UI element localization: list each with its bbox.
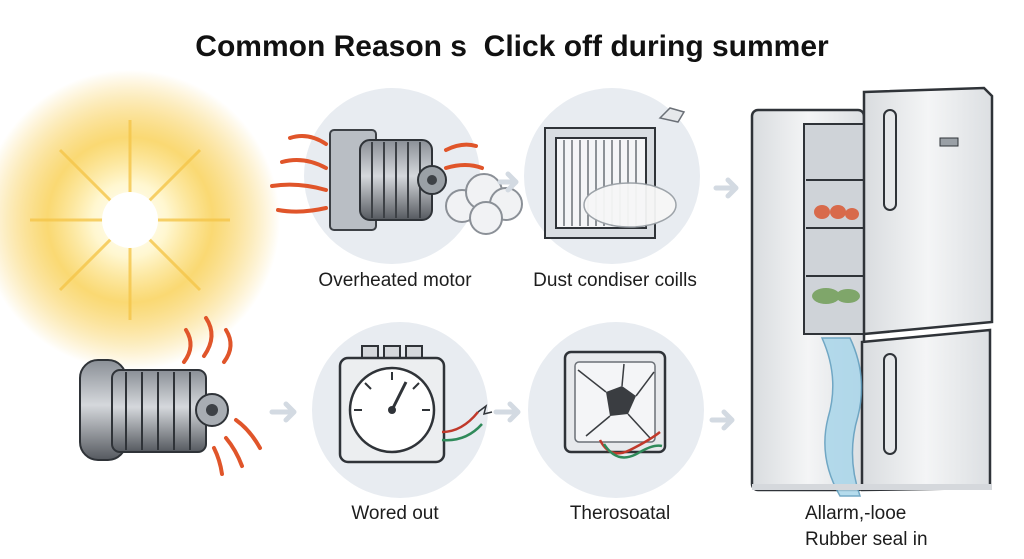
fridge-icon: [750, 86, 994, 497]
caption-thermostat: Therosoatal: [569, 503, 671, 524]
caption-overheated-motor: Overheated motor: [318, 270, 472, 291]
caption-rubber-seal-line2: Rubber seal in: [805, 529, 928, 550]
heat-waves-icon: [270, 134, 484, 214]
caption-worn-out: Wored out: [351, 503, 439, 524]
caption-rubber-seal-line1: Allarm,-looe: [805, 503, 907, 524]
large-motor-icon: [79, 359, 229, 461]
sun-icon: [0, 70, 280, 370]
caption-dust-condenser: Dust condiser coills: [533, 270, 697, 291]
cracked-thermostat-icon: [563, 350, 667, 459]
heat-waves-icon: [182, 316, 262, 476]
thermostat-dial-icon: [338, 345, 493, 464]
page-title: Common Reason s Click off during summer: [195, 30, 829, 63]
motor-icon: [329, 129, 447, 231]
arrow-icon: [269, 171, 739, 431]
smoke-icon: [445, 173, 523, 235]
coil-icon: [544, 107, 686, 239]
